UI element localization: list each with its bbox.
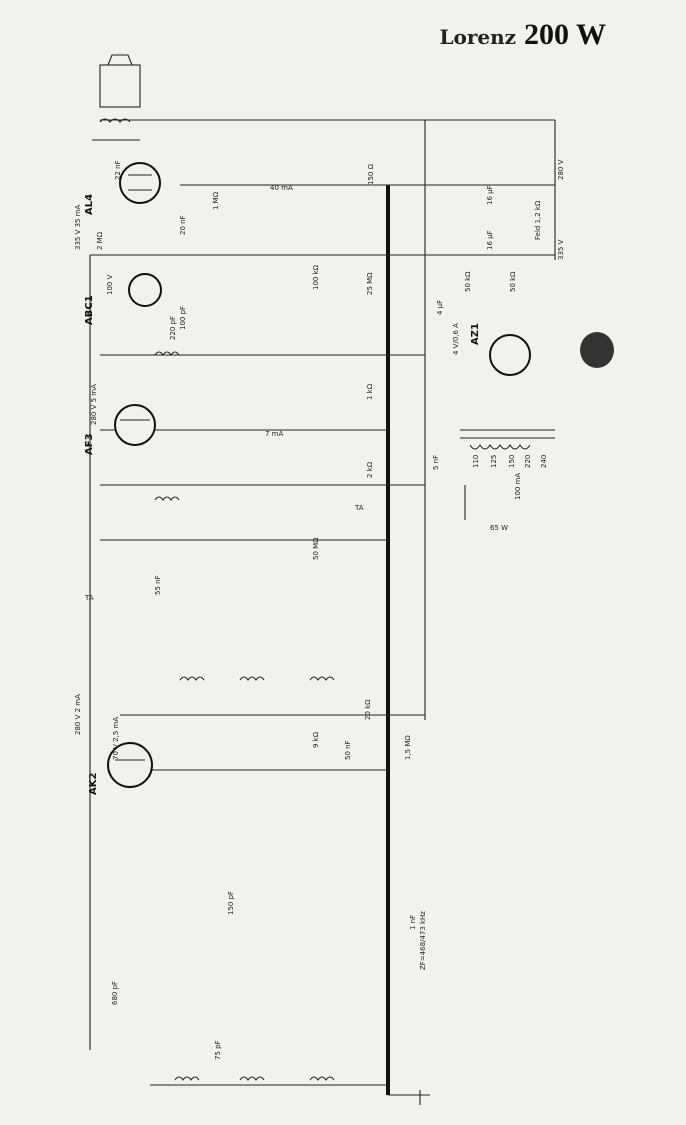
speaker-cone	[107, 54, 133, 66]
tube-label-af3: AF3	[84, 433, 95, 455]
label-c-16uf-2: 16 µF	[486, 230, 494, 250]
label-335v: 335 V	[557, 239, 565, 260]
label-r-15mohm: 1,5 MΩ	[404, 735, 412, 760]
tube-label-abc1: ABC1	[84, 295, 95, 325]
label-ta-2: TA	[354, 504, 364, 512]
tube-rating-af3: 280 V 5 mA	[90, 384, 98, 425]
mains-tap-110: 110	[472, 455, 480, 468]
tube-az1	[489, 334, 531, 376]
label-r-50k-2: 50 kΩ	[509, 271, 517, 292]
label-c-220pf: 220 pF	[169, 316, 177, 340]
label-r-50k-1: 50 kΩ	[464, 271, 472, 292]
label-c-55nf: 55 nF	[154, 575, 162, 595]
label-r-100k: 100 kΩ	[312, 264, 320, 290]
label-c-75pf: 75 pF	[214, 1040, 222, 1060]
label-40ma: 40 mA	[270, 184, 293, 192]
label-ta-1: TA	[84, 594, 94, 602]
title-block: Lorenz 200 W	[439, 18, 606, 52]
oscillator-coil-1	[179, 676, 205, 681]
label-r-2mohm: 2 MΩ	[96, 231, 104, 250]
tube-rating-abc1: 100 V	[106, 274, 114, 295]
mains-tap-150: 150	[508, 455, 516, 468]
mains-tap-125: 125	[490, 455, 498, 468]
label-c-50nf: 50 nF	[344, 740, 352, 760]
label-zf: ZF=468/473 kHz	[419, 911, 427, 970]
label-r-9k: 9 kΩ	[312, 731, 320, 748]
label-335v-35ma: 335 V 35 mA	[74, 204, 82, 250]
label-c-150pf: 150 pF	[227, 891, 235, 915]
tube-af3	[114, 404, 156, 446]
label-lamp: 4 V/0,6 A	[452, 323, 460, 355]
label-feld: Feld 1,2 kΩ	[534, 200, 542, 240]
speaker-frame	[99, 64, 141, 108]
if-transformer-1	[154, 351, 180, 356]
label-65w: 65 W	[490, 524, 508, 532]
model-name: 200 W	[524, 18, 606, 51]
label-c-20nf: 20 nF	[179, 215, 187, 235]
label-c-22nf: 22 nF	[114, 160, 122, 180]
label-c-100pf: 100 pF	[179, 306, 187, 330]
tube-al4	[119, 162, 161, 204]
if-transformer-2	[154, 496, 180, 501]
power-transformer-winding	[469, 443, 531, 450]
tube-ak2	[107, 742, 153, 788]
label-r-2k: 2 kΩ	[366, 461, 374, 478]
oscillator-coil-3	[309, 676, 335, 681]
label-r-25mohm: 25 MΩ	[366, 272, 374, 295]
tube-label-ak2: AK2	[88, 773, 99, 795]
tube-abc1	[128, 273, 162, 307]
antenna-coil-2	[239, 1076, 265, 1081]
label-280v: 280 V	[557, 159, 565, 180]
label-r-150: 150 Ω	[367, 163, 375, 185]
mains-tap-240: 240	[540, 455, 548, 468]
brand-name: Lorenz	[439, 25, 517, 49]
label-r-1k: 1 kΩ	[366, 383, 374, 400]
tube-label-az1: AZ1	[470, 323, 481, 345]
ink-blot	[580, 332, 614, 368]
output-transformer	[99, 118, 131, 123]
label-c-16uf-1: 16 µF	[486, 185, 494, 205]
tube-rating-ak2: 70 V 2,5 mA	[112, 717, 120, 760]
label-r-20k: 20 kΩ	[364, 699, 372, 720]
label-c-680pf: 680 pF	[111, 981, 119, 1005]
label-280v-2ma: 280 V 2 mA	[74, 694, 82, 735]
label-r-1mohm: 1 MΩ	[212, 191, 220, 210]
label-c-4uf: 4 µF	[436, 300, 444, 315]
antenna-coil-1	[174, 1076, 200, 1081]
label-c-5nf: 5 nF	[432, 455, 440, 470]
oscillator-coil-2	[239, 676, 265, 681]
tube-label-al4: AL4	[84, 194, 95, 215]
label-7ma: 7 mA	[265, 430, 283, 438]
antenna-coil-3	[309, 1076, 335, 1081]
label-r-50mohm: 50 MΩ	[312, 537, 320, 560]
label-100ma: 100 mA	[514, 473, 522, 500]
label-c-1nf: 1 nF	[409, 915, 417, 930]
mains-tap-220: 220	[524, 455, 532, 468]
